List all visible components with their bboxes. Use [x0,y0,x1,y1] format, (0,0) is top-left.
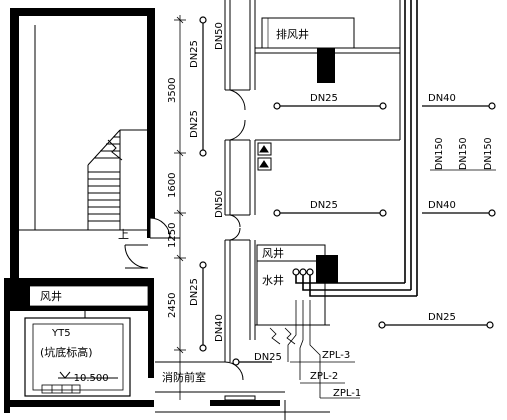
pump-block [316,255,338,283]
pit-name-label: YT5 [51,328,71,339]
pipe-dn25-v2: DN25 [189,110,200,138]
dim-2450: 2450 [167,293,178,318]
pipe-dn25-h4: DN25 [254,352,282,363]
riser-zpl3: ZPL-3 [322,350,350,361]
riser-zpl1: ZPL-1 [333,388,361,399]
pipe-dn40-h1: DN40 [428,93,456,104]
pipe-dn150-1: DN150 [434,137,445,170]
pipe-dn25-h2: DN25 [310,200,338,211]
exhaust-shaft [261,17,355,83]
dim-1600: 1600 [167,173,178,198]
stair-up-label: 上 [118,228,129,241]
break-line-icon [269,327,296,345]
pipe-dn40-h2: DN40 [428,200,456,211]
riser-zpl2: ZPL-2 [310,371,338,382]
water-well [256,260,326,326]
left-wind-shaft-label: 风井 [40,289,62,303]
stair-flight [87,129,147,230]
riser-leaders [287,300,360,399]
valve-icon [232,102,496,366]
wind-shaft-mid-label: 风井 [262,246,284,260]
branch-pipes [236,105,492,363]
hydrant-icon [257,142,272,171]
pipe-dn25-h3: DN25 [428,312,456,323]
dimension-chain [174,15,186,400]
exhaust-shaft-label: 排风井 [276,27,309,41]
double-door-icon [229,89,246,241]
riser-connectors [295,275,417,297]
pipe-dn25-v3: DN25 [189,278,200,306]
riser-circle-icon [292,268,314,276]
pipe-dn150-2: DN150 [458,137,469,170]
pipe-dn25-v1: DN25 [189,40,200,68]
riser-pipes [404,0,418,296]
vestibule-door-icon [224,361,244,381]
dim-1250: 1250 [167,223,178,248]
bottom-detail [155,395,330,420]
pit-note-label: (坑底标高) [40,345,93,359]
fire-vestibule-label: 消防前室 [162,370,206,384]
pipe-dn40-v: DN40 [214,314,225,342]
pipe-dn50-mid: DN50 [214,190,225,218]
valve-icon [199,16,207,352]
water-well-label: 水井 [262,273,284,287]
dim-3500: 3500 [167,78,178,103]
elevation-marker-icon [58,371,118,379]
pipe-dn150-3: DN150 [483,137,494,170]
shaft-wall [224,0,256,362]
corridor-door-icon [149,217,180,239]
door-swing-icon [124,244,149,269]
break-line-icon [107,139,123,161]
left-wind-shaft [9,285,149,307]
fire-vestibule-walls [155,361,285,393]
pipe-dn25-h1: DN25 [310,93,338,104]
pipe-dn50-top: DN50 [214,22,225,50]
stairwell-walls [4,8,155,413]
elevator-pit [24,308,131,397]
